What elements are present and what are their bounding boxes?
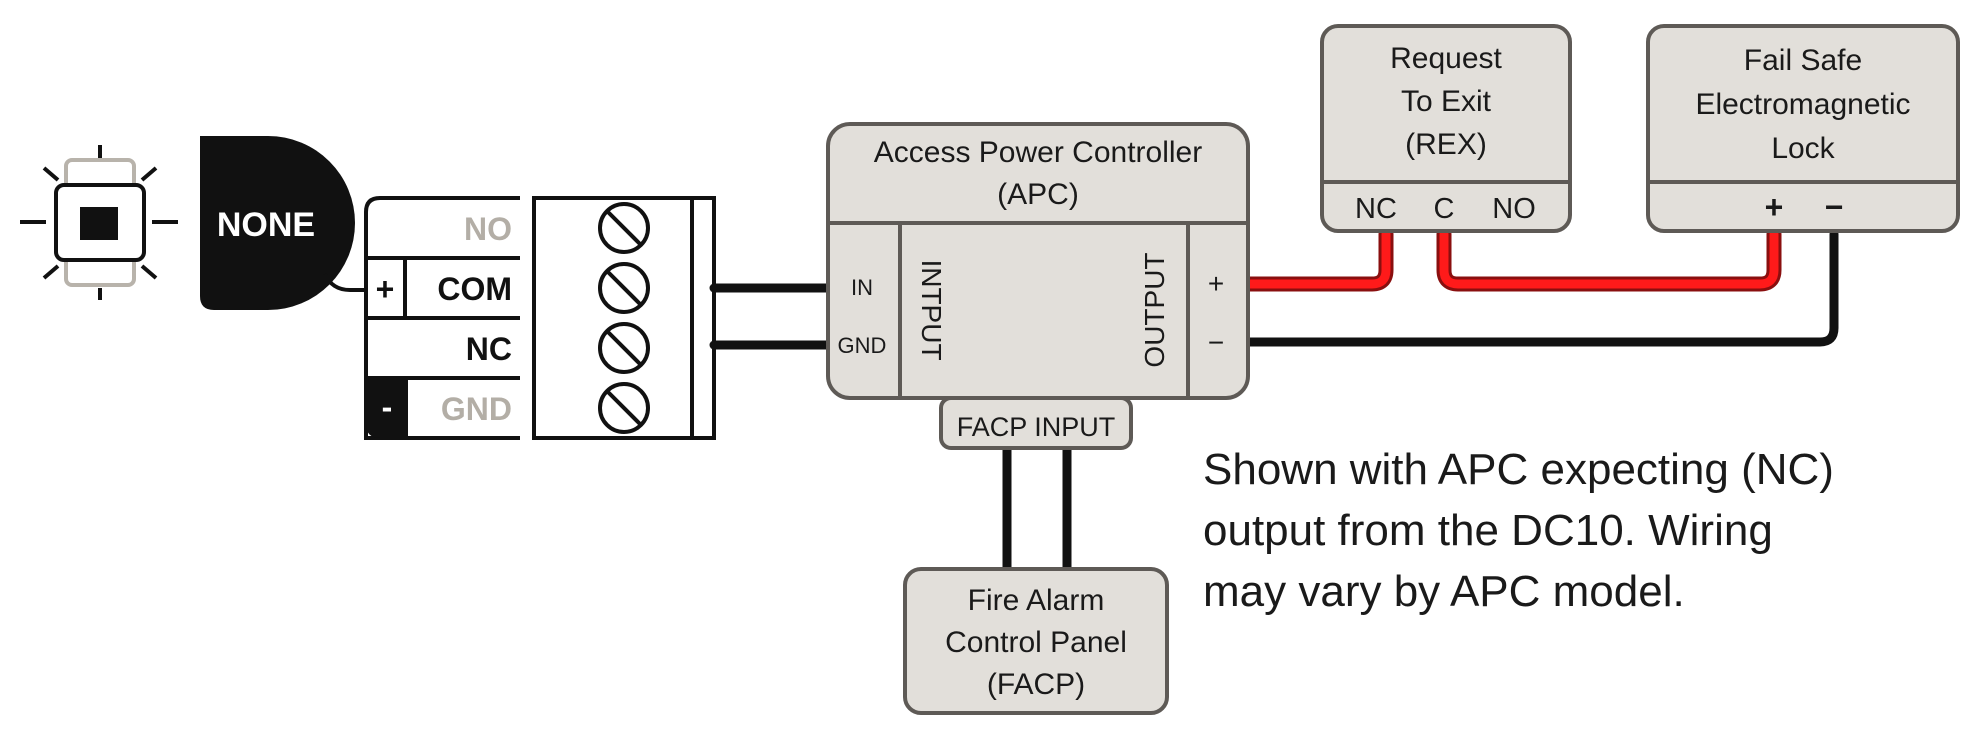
apc-output-label: OUTPUT <box>1139 252 1170 367</box>
facp-line1: Fire Alarm <box>968 584 1105 617</box>
apc-input-label: INTPUT <box>916 259 947 360</box>
rex-line3: (REX) <box>1405 128 1487 161</box>
rex-line1: Request <box>1390 42 1502 75</box>
wire-rex-c-to-lock-plus <box>1439 229 1779 289</box>
rex-box: Request To Exit (REX) NC C NO <box>1320 24 1572 233</box>
screw-icon <box>598 262 650 314</box>
none-badge-label: NONE <box>217 206 315 244</box>
status-indicator-icon <box>20 145 178 300</box>
apc-facp-input-label: FACP INPUT <box>957 412 1116 442</box>
apc-minus-label: − <box>1208 327 1224 358</box>
lock-line2: Electromagnetic <box>1695 88 1910 121</box>
facp-box: Fire Alarm Control Panel (FACP) <box>903 567 1169 715</box>
apc-gnd-label: GND <box>838 333 887 358</box>
rex-line2: To Exit <box>1401 85 1492 118</box>
note-line2: output from the DC10. Wiring <box>1203 506 1773 555</box>
rex-terminal-c: C <box>1434 193 1455 225</box>
terminal-polarity-plus: + <box>376 271 395 307</box>
screw-terminal-block <box>532 196 716 440</box>
lock-line3: Lock <box>1771 132 1835 165</box>
note-line3: may vary by APC model. <box>1203 567 1685 616</box>
badge-lead-wire <box>323 273 364 292</box>
terminal-block: + - NO COM NC GND <box>364 196 535 440</box>
apc-title-line2: (APC) <box>997 178 1079 211</box>
apc-in-label: IN <box>851 275 873 300</box>
terminal-label-no: NO <box>464 211 512 247</box>
none-badge: NONE <box>200 136 355 310</box>
terminal-label-gnd: GND <box>441 391 512 427</box>
lock-box: Fail Safe Electromagnetic Lock + − <box>1646 24 1960 233</box>
rex-terminal-no: NO <box>1492 193 1536 225</box>
wire-apc-plus-to-rex-nc-outline <box>1242 226 1394 292</box>
screw-icon <box>598 322 650 374</box>
facp-line2: Control Panel <box>945 626 1127 659</box>
note-line1: Shown with APC expecting (NC) <box>1203 445 1834 494</box>
lock-plus-label: + <box>1765 189 1784 225</box>
apc-box: FACP INPUT Access Power Controller (APC)… <box>826 122 1250 450</box>
terminal-polarity-minus: - <box>382 389 393 425</box>
apc-plus-label: + <box>1208 268 1224 299</box>
wiring-note: Shown with APC expecting (NC) output fro… <box>1203 445 1834 616</box>
lock-minus-label: − <box>1825 189 1844 225</box>
facp-line3: (FACP) <box>987 668 1085 701</box>
lock-line1: Fail Safe <box>1744 44 1862 77</box>
wire-rex-c-to-lock-plus-outline <box>1436 226 1782 292</box>
apc-title-line1: Access Power Controller <box>874 136 1202 169</box>
terminal-label-com: COM <box>437 271 512 307</box>
wire-apc-minus-to-lock-minus <box>1245 229 1839 347</box>
screw-icon <box>598 382 650 434</box>
screw-icon <box>598 202 650 254</box>
terminal-label-nc: NC <box>466 331 512 367</box>
rex-terminal-nc: NC <box>1355 193 1397 225</box>
wire-apc-plus-to-rex-nc <box>1245 229 1391 289</box>
